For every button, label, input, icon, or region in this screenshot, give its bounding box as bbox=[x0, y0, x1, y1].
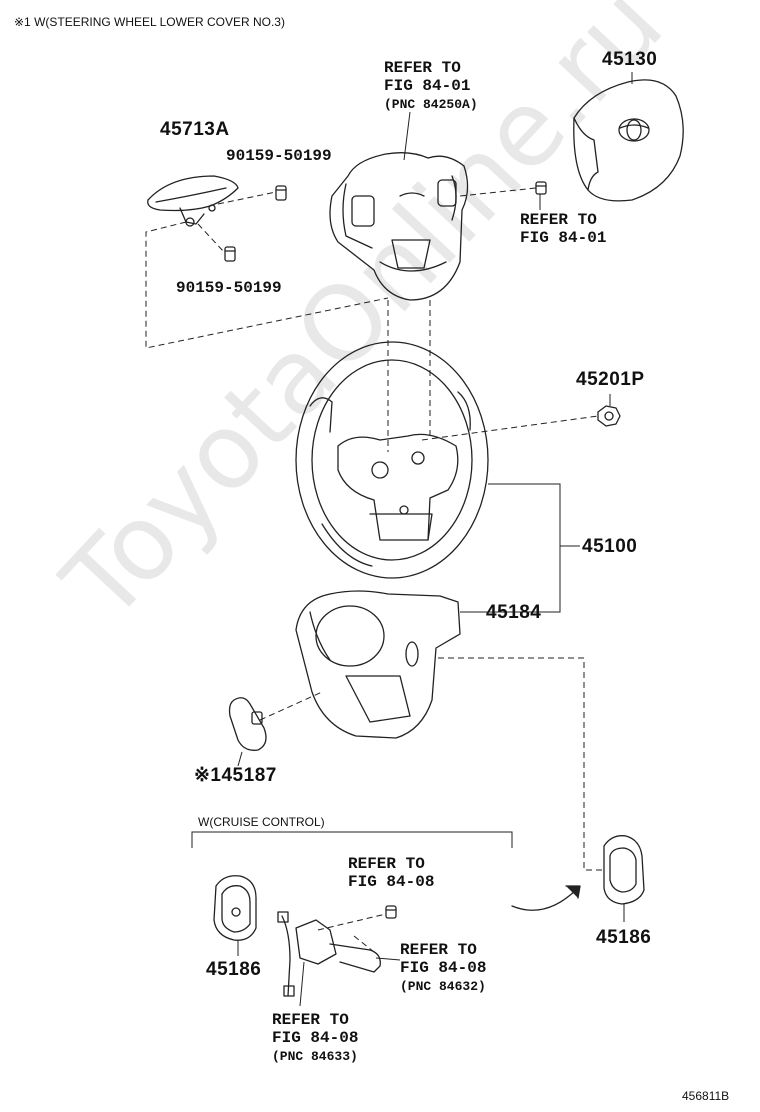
header-note: ※1 W(STEERING WHEEL LOWER COVER NO.3) bbox=[14, 15, 285, 29]
ref-cc2-line2: FIG 84-08 bbox=[400, 959, 487, 977]
nut-45201P-drawing bbox=[597, 405, 621, 427]
figure-code: 456811B bbox=[682, 1089, 730, 1103]
screw-switch-right-drawing bbox=[535, 181, 547, 195]
ref-label-top: REFER TO FIG 84-01 (PNC 84250A) bbox=[384, 60, 478, 111]
part-label-45100: 45100 bbox=[582, 536, 638, 557]
part-label-bolt-bottom: 90159-50199 bbox=[176, 279, 282, 297]
cover-45187-drawing bbox=[228, 697, 267, 751]
ref-cc3-line1: REFER TO bbox=[272, 1011, 349, 1029]
ref-cc1-line1: REFER TO bbox=[348, 855, 425, 873]
part-label-45186-right: 45186 bbox=[596, 927, 652, 948]
ref-label-cc2: REFER TO FIG 84-08 (PNC 84632) bbox=[400, 942, 486, 993]
ref-right-line1: REFER TO bbox=[520, 211, 597, 229]
ref-top-pnc: (PNC 84250A) bbox=[384, 97, 478, 112]
ref-label-right: REFER TO FIG 84-01 bbox=[520, 212, 606, 246]
pad-45186-right-drawing bbox=[603, 835, 645, 905]
lower-cover-45713A-drawing bbox=[147, 175, 239, 227]
ref-top-line2: FIG 84-01 bbox=[384, 77, 471, 95]
ref-cc1-line2: FIG 84-08 bbox=[348, 873, 435, 891]
ref-cc3-pnc: (PNC 84633) bbox=[272, 1049, 358, 1064]
part-label-45201P: 45201P bbox=[576, 369, 645, 390]
ref-cc3-line2: FIG 84-08 bbox=[272, 1029, 359, 1047]
part-label-45186-left: 45186 bbox=[206, 959, 262, 980]
ref-cc2-line1: REFER TO bbox=[400, 941, 477, 959]
cruise-control-title: W(CRUISE CONTROL) bbox=[198, 815, 325, 829]
pad-45186-left-drawing bbox=[213, 875, 257, 941]
bolt-top-drawing bbox=[275, 185, 287, 201]
cruise-switch-drawing bbox=[277, 905, 397, 997]
part-label-bolt-top: 90159-50199 bbox=[226, 147, 332, 165]
ref-cc2-pnc: (PNC 84632) bbox=[400, 979, 486, 994]
part-label-45130: 45130 bbox=[602, 49, 658, 70]
bolt-bottom-drawing bbox=[224, 246, 236, 262]
part-label-45713A: 45713A bbox=[160, 119, 230, 140]
steering-wheel-45100-drawing bbox=[295, 341, 489, 579]
ref-label-cc1: REFER TO FIG 84-08 bbox=[348, 856, 434, 890]
lower-cover-45184-drawing bbox=[295, 590, 461, 739]
curved-arrow-drawing bbox=[511, 885, 581, 911]
ref-label-cc3: REFER TO FIG 84-08 (PNC 84633) bbox=[272, 1012, 358, 1063]
ref-right-line2: FIG 84-01 bbox=[520, 229, 607, 247]
airbag-45130-drawing bbox=[573, 79, 684, 202]
ref-top-line1: REFER TO bbox=[384, 59, 461, 77]
part-label-45184: 45184 bbox=[486, 602, 542, 623]
part-label-45187: ※145187 bbox=[194, 765, 277, 786]
switch-assembly-drawing bbox=[329, 152, 469, 301]
